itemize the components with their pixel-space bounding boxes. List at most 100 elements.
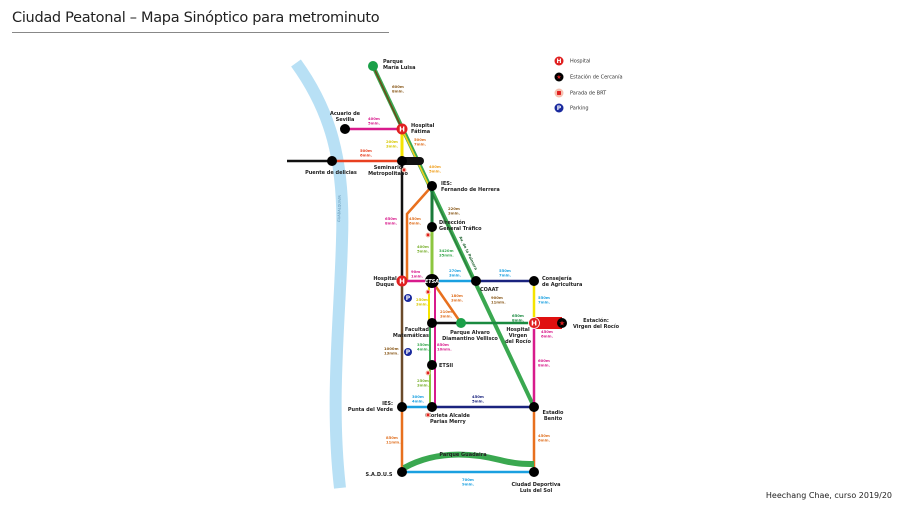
station-matematicas[interactable] [427,318,437,328]
station-virgen-cercania[interactable]: ★ [557,318,567,328]
station-duque[interactable]: H [396,275,408,287]
svg-text:★: ★ [559,320,565,328]
parking-icon: P [554,103,564,113]
station-delicias[interactable] [327,156,337,166]
station-trafico[interactable] [427,222,437,232]
station-acuario[interactable] [340,124,350,134]
legend: H Hospital ★ Estación de Cercanía Parada… [554,56,623,113]
station-maria-luisa[interactable] [368,61,378,71]
bus-icon [425,232,431,238]
svg-text:P: P [406,295,411,302]
svg-text:IES:Punta del Verde: IES:Punta del Verde [348,401,394,413]
station-seminario[interactable] [397,156,407,166]
station-herrera[interactable] [427,181,437,191]
svg-text:ETSII: ETSII [439,363,453,369]
guadaira-label: Parque Guadaira [439,452,486,458]
page-title: Ciudad Peatonal – Mapa Sinóptico para me… [12,10,380,26]
train-station-icon: ★ [554,72,564,82]
station-punta-verde[interactable] [397,402,407,412]
station-deportiva[interactable] [529,467,539,477]
station-glorieta[interactable] [427,402,437,412]
svg-text:ETSA: ETSA [425,279,439,285]
parking-icon: P [404,294,412,302]
bus-icon [401,167,407,173]
author-credit: Heechang Chae, curso 2019/20 [765,491,892,500]
station-sadus[interactable] [397,467,407,477]
svg-text:★: ★ [556,74,561,81]
lines [287,65,562,474]
river [291,59,349,489]
station-alvaro[interactable] [456,318,466,328]
legend-parking: Parking [570,106,589,112]
station-fatima[interactable]: H [396,123,408,135]
station-etsa[interactable]: ETSA [425,274,439,288]
svg-text:S.A.D.U.S: S.A.D.U.S [366,472,393,478]
legend-brt: Parada de BRT [570,91,607,97]
svg-text:H: H [399,126,405,134]
title-underline [12,32,389,33]
parking-icon: P [404,348,412,356]
station-virgen-hospital[interactable]: H [528,317,540,329]
hospital-icon: H [554,56,564,66]
svg-text:H: H [399,278,405,286]
bus-icon [425,370,431,376]
station-agricultura[interactable] [529,276,539,286]
svg-text:H: H [531,320,537,328]
svg-text:P: P [406,349,411,356]
svg-text:Puente de delicias: Puente de delicias [305,170,357,176]
station-etsii[interactable] [427,360,437,370]
svg-text:COAAT: COAAT [480,287,499,293]
bus-icon [425,289,431,295]
bus-icon [425,412,431,418]
svg-text:IES:Fernando de Herrera: IES:Fernando de Herrera [441,181,500,193]
river-label: GUADALQUIVIR [337,194,342,222]
svg-text:H: H [556,58,561,65]
station-estadio[interactable] [529,402,539,412]
legend-cercania: Estación de Cercanía [570,74,623,81]
station-coaat[interactable] [471,276,481,286]
